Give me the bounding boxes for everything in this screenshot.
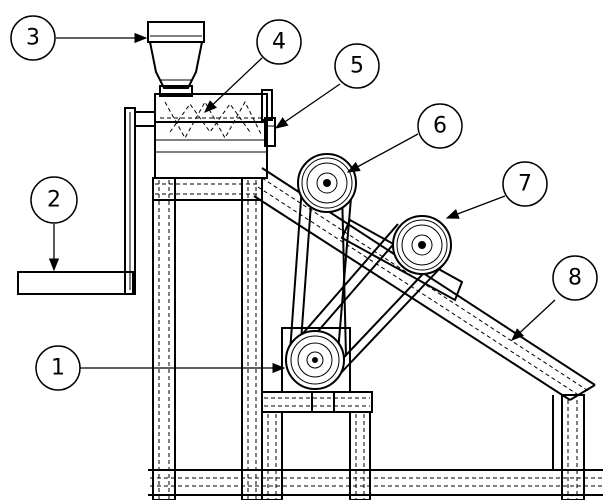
balloon-7: 7 <box>502 161 548 207</box>
balloon-3: 3 <box>10 15 56 61</box>
motor-stand <box>261 391 373 500</box>
motor-pulley <box>285 330 345 390</box>
pulley-7 <box>392 215 452 275</box>
svg-text:4: 4 <box>272 30 286 55</box>
svg-text:8: 8 <box>568 266 582 291</box>
base-frame <box>148 469 603 496</box>
svg-text:1: 1 <box>51 356 65 381</box>
pulley-6 <box>297 153 357 213</box>
motor-housing <box>281 327 351 393</box>
svg-text:5: 5 <box>350 54 364 79</box>
balloon-8: 8 <box>552 255 598 301</box>
leaders <box>48 32 556 374</box>
svg-text:2: 2 <box>47 188 61 213</box>
svg-text:7: 7 <box>518 172 532 197</box>
frame-legs <box>152 177 263 500</box>
hopper <box>147 21 205 97</box>
right-leg <box>552 394 585 500</box>
balloon-1: 1 <box>35 345 81 391</box>
balloon-6: 6 <box>417 103 463 149</box>
screw-chamber <box>154 89 273 179</box>
drive-belts <box>289 185 445 377</box>
crank-handle <box>17 107 156 295</box>
bearing-cap <box>264 117 276 147</box>
svg-text:6: 6 <box>433 114 447 139</box>
balloon-4: 4 <box>256 19 302 65</box>
balloon-5: 5 <box>334 43 380 89</box>
balloon-2: 2 <box>30 176 78 224</box>
svg-text:3: 3 <box>26 26 40 51</box>
